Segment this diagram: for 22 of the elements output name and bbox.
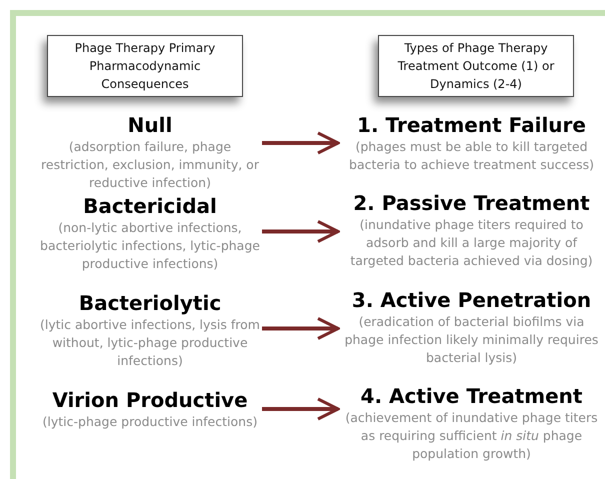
arrow bbox=[262, 220, 340, 244]
node-description: (non-lytic abortive infections, bacteriolytic infections, lytic-phage productive infections) bbox=[39, 219, 261, 273]
node-title: Null bbox=[128, 112, 172, 138]
column-header: Types of Phage Therapy Treatment Outcome (1) or Dynamics (2-4) bbox=[378, 35, 574, 97]
node-description: (eradication of bacterial biofilms via phage infection likely minimally requires bacterial lysis) bbox=[344, 313, 600, 367]
node-title: Bactericidal bbox=[83, 193, 217, 219]
node-description: (adsorption failure, phage restriction, exclusion, immunity, or reductive infection) bbox=[40, 138, 260, 192]
arrow bbox=[262, 131, 340, 155]
node-title: 2. Passive Treatment bbox=[353, 190, 590, 216]
node-description: (achievement of inundative phage titers as requiring sufficient in situ phage population growth) bbox=[344, 409, 599, 463]
node-title: 1. Treatment Failure bbox=[357, 112, 586, 138]
node-description: (lytic-phage productive infections) bbox=[42, 413, 258, 431]
arrow bbox=[262, 316, 340, 340]
column-header: Phage Therapy Primary Pharmacodynamic Consequences bbox=[47, 35, 243, 97]
node-title: 4. Active Treatment bbox=[360, 383, 582, 409]
node-description: (lytic abortive infections, lysis from without, lytic-phage productive infections) bbox=[39, 316, 261, 370]
node-title: Bacteriolytic bbox=[78, 290, 222, 316]
node-title: 3. Active Penetration bbox=[352, 287, 592, 313]
arrow bbox=[262, 397, 340, 421]
node-description: (inundative phage titers required to adsorb and kill a large majority of targeted bacteria achieved via dosing) bbox=[349, 216, 594, 270]
node-description: (phages must be able to kill targeted bacteria to achieve treatment success) bbox=[348, 138, 595, 174]
node-title: Virion Productive bbox=[52, 387, 248, 413]
